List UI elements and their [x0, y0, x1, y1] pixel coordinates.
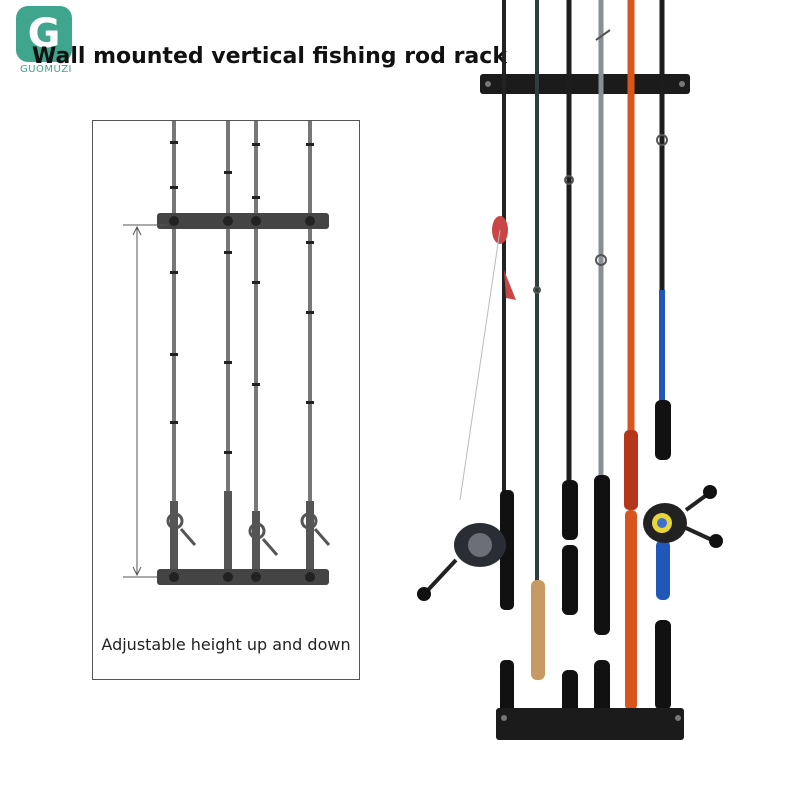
diagram-rods — [172, 121, 312, 579]
headline: Wall mounted vertical fishing rod rack — [32, 44, 507, 69]
diagram-panel: Adjustable height up and down — [92, 120, 360, 680]
product-photo — [400, 0, 800, 800]
photo-top-rack — [480, 74, 690, 94]
rack-diagram-drawing — [123, 121, 331, 585]
logo-badge: G — [16, 6, 72, 62]
photo-bottom-rack — [496, 708, 684, 740]
diagram-top-bracket — [157, 213, 329, 229]
logo-text: GUOMUZI — [19, 64, 72, 75]
grip-5 — [624, 430, 638, 510]
diagram-guides — [170, 141, 314, 454]
spinning-reel — [417, 523, 506, 601]
rack-photo-drawing — [417, 0, 723, 740]
baitcasting-reel — [643, 485, 723, 548]
grip-6 — [655, 400, 671, 460]
grip-1 — [500, 490, 514, 610]
grip-4 — [594, 475, 610, 635]
brand-logo: G GUOMUZI — [6, 2, 86, 82]
diagram-caption: Adjustable height up and down — [101, 635, 351, 654]
grip-3 — [562, 480, 578, 540]
diagram-bottom-bracket — [157, 569, 329, 585]
diagram-reels — [166, 512, 331, 556]
diagram-handles — [170, 491, 314, 581]
cork-grip — [531, 580, 545, 680]
photo-guides — [533, 29, 668, 294]
height-dimension-line — [123, 224, 167, 578]
